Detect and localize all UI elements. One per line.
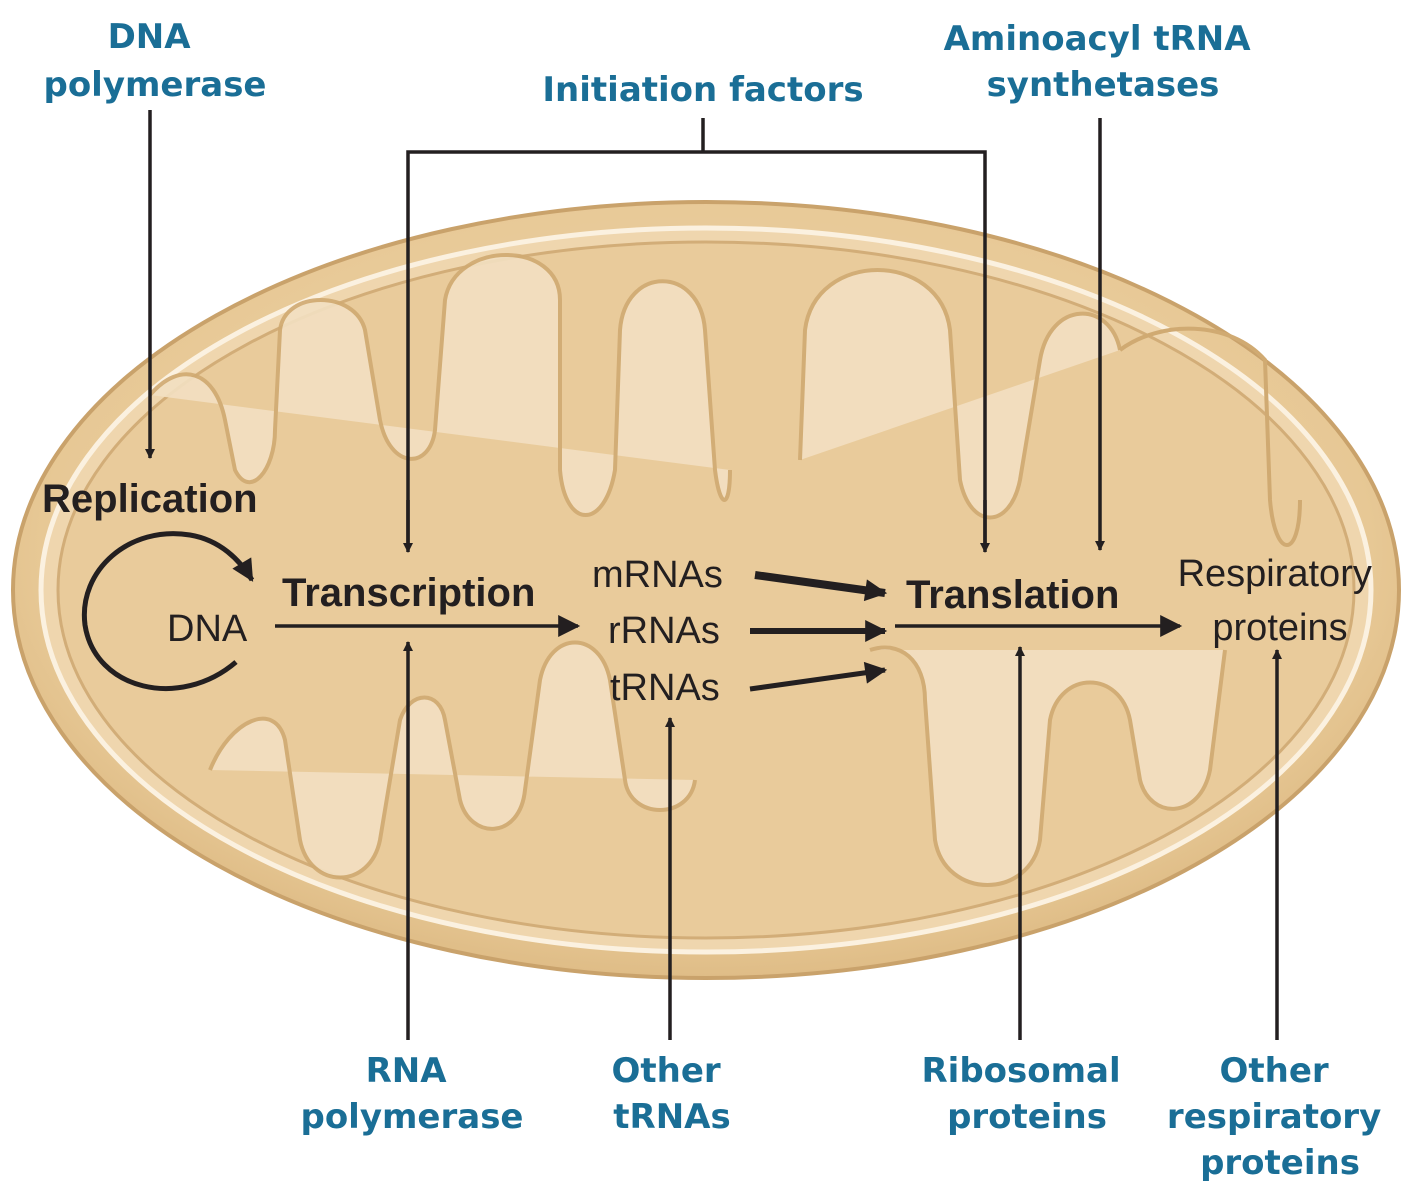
dna-label: DNA	[167, 608, 248, 650]
aminoacyl-trna-synthetases-label: Aminoacyl tRNA synthetases	[944, 19, 1263, 105]
other-trnas-label: Other tRNAs	[611, 1051, 732, 1137]
other-respiratory-proteins-label: Other respiratory proteins	[1167, 1051, 1393, 1183]
mrnas-label: mRNAs	[592, 554, 723, 596]
rna-polymerase-label: RNA polymerase	[300, 1051, 523, 1137]
replication-label: Replication	[42, 477, 258, 521]
trnas-label: tRNAs	[610, 667, 720, 709]
transcription-label: Transcription	[282, 571, 535, 615]
ribosomal-proteins-label: Ribosomal proteins	[922, 1051, 1133, 1137]
rrnas-label: rRNAs	[608, 610, 720, 652]
dna-polymerase-label: DNA polymerase	[43, 17, 266, 105]
initiation-factors-label: Initiation factors	[542, 70, 863, 110]
translation-label: Translation	[906, 573, 1119, 617]
